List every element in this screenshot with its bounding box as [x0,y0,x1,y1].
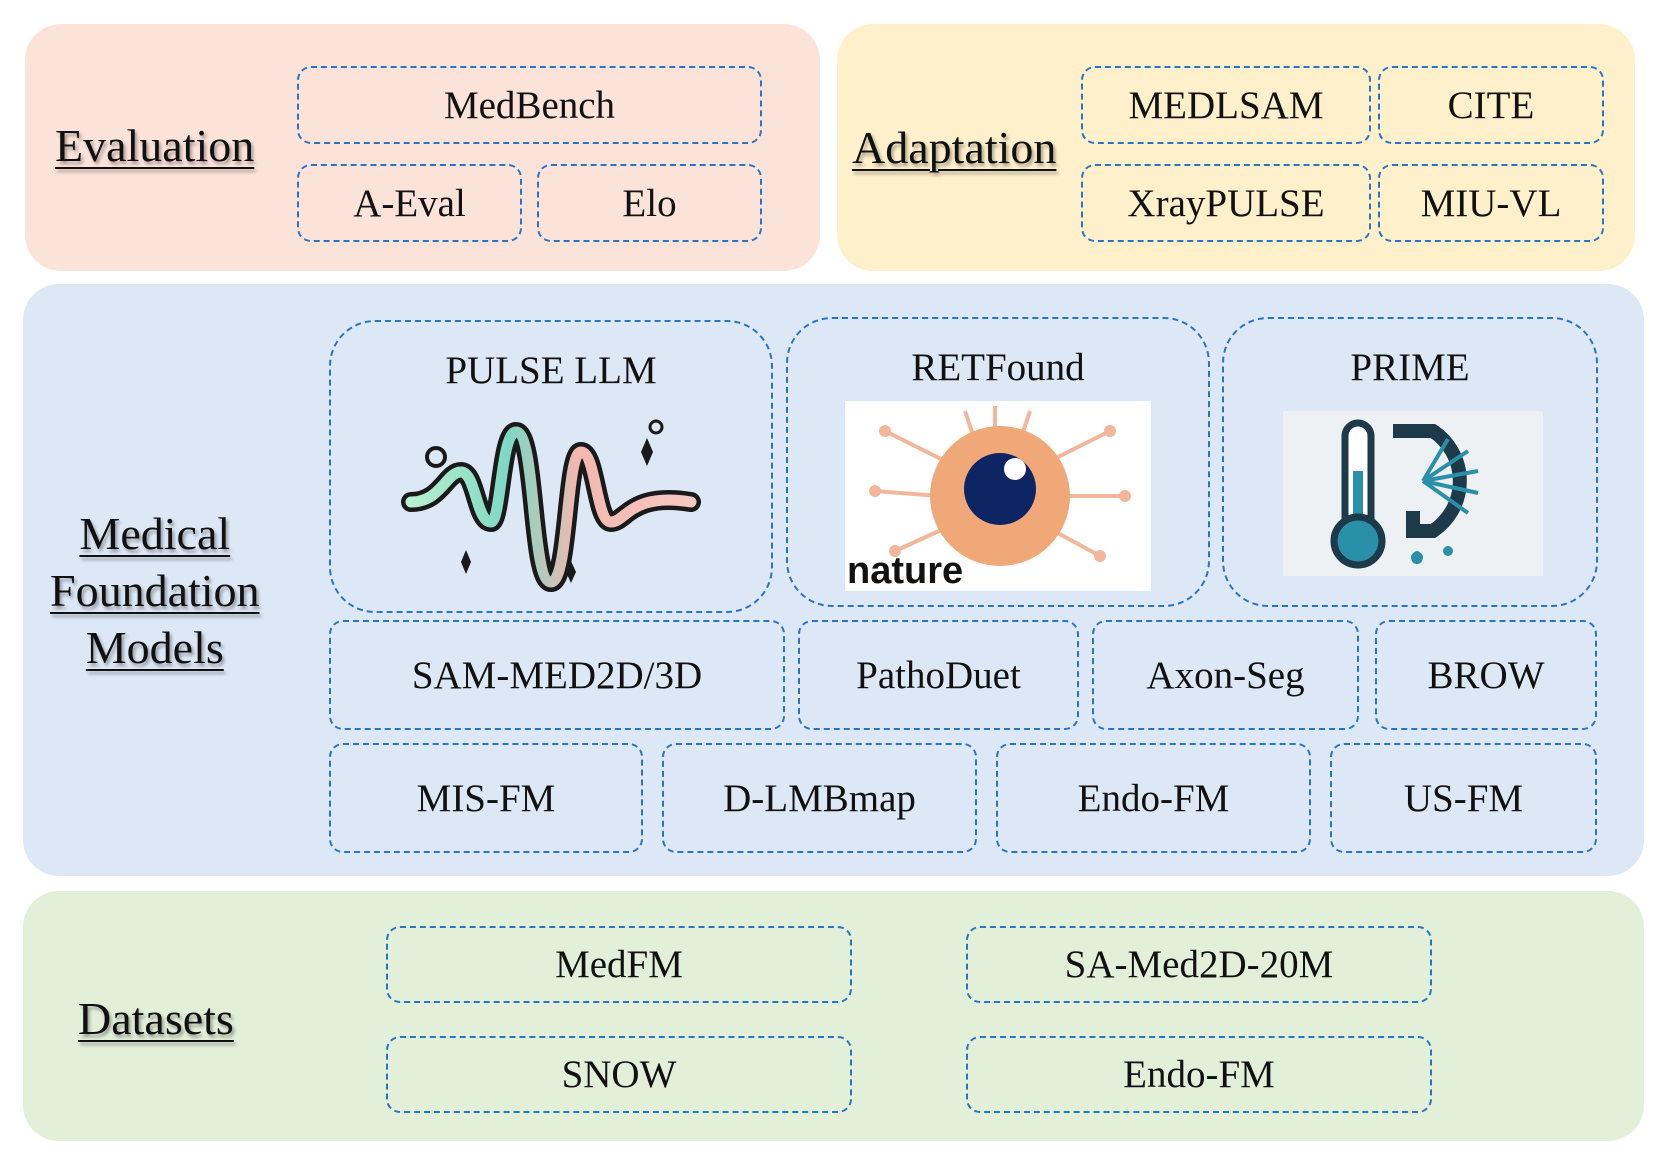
axon-seg-box: Axon-Seg [1092,620,1359,730]
a-eval-box: A-Eval [297,164,522,242]
d-lmbmap-box: D-LMBmap [662,743,977,853]
evaluation-title: Evaluation [55,120,255,171]
title-line-foundation: Foundation [50,565,260,616]
brow-box: BROW [1375,620,1597,730]
cite-box: CITE [1378,66,1604,144]
sa-med2d-20m-box: SA-Med2D-20M [966,926,1432,1003]
datasets-title: Datasets [78,993,234,1044]
endo-fm-dataset-box: Endo-FM [966,1036,1432,1113]
medical-foundation-models-title: Medical Foundation Models [50,505,260,676]
medlsam-box: MEDLSAM [1081,66,1371,144]
sam-med2d-3d-box: SAM-MED2D/3D [329,620,785,730]
retfound-card: RETFound nature [786,317,1210,607]
medfm-box: MedFM [386,926,852,1003]
prime-card: PRIME [1222,317,1598,607]
medbench-box: MedBench [297,66,762,144]
endo-fm-model-box: Endo-FM [996,743,1311,853]
adaptation-title: Adaptation [852,122,1057,173]
miu-vl-box: MIU-VL [1378,164,1604,242]
adaptation-panel [837,24,1635,271]
thermometer-logo-icon [1283,411,1543,576]
medical-foundation-models-panel [23,284,1644,876]
datasets-panel [23,891,1644,1141]
pulse-llm-card: PULSE LLM [329,320,773,613]
retfound-label: RETFound [911,346,1085,389]
prime-label: PRIME [1350,346,1470,389]
title-line-models: Models [85,622,224,673]
elo-box: Elo [537,164,762,242]
us-fm-box: US-FM [1330,743,1597,853]
evaluation-panel [25,24,820,271]
waveform-logo-icon [401,412,701,602]
xraypulse-box: XrayPULSE [1081,164,1371,242]
snow-box: SNOW [386,1036,852,1113]
title-line-medical: Medical [79,508,231,559]
mis-fm-box: MIS-FM [329,743,643,853]
pulse-llm-label: PULSE LLM [445,349,657,392]
eye-circuit-logo-icon: nature [845,401,1151,591]
pathoduet-box: PathoDuet [798,620,1079,730]
nature-logo-text: nature [847,550,964,591]
